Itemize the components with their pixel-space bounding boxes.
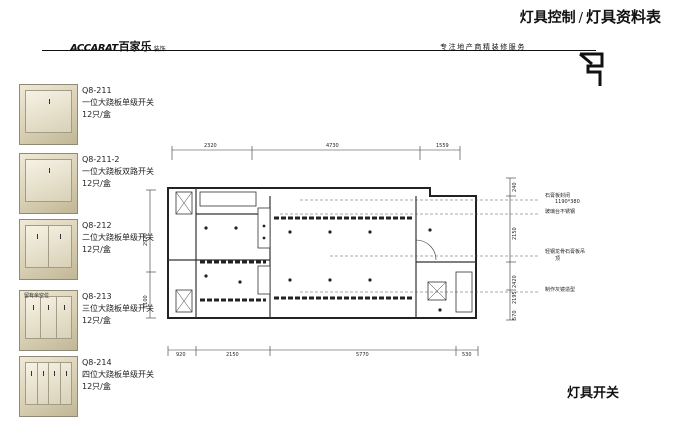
switch-image [19,84,78,145]
switch-rocker [57,297,71,338]
switch-rocker [49,226,71,267]
switch-name: 二位大跷板单级开关 [82,233,154,242]
switch-qty: 12只/盒 [82,179,111,188]
switch-face [25,90,72,133]
switch-rocker [26,91,71,132]
plan-annotation: 石膏板封闭 [545,193,571,199]
plan-annotation: 制作灰镜造型 [545,287,576,293]
dimension-label: 2195 [512,291,518,304]
company-logo: ACCARAT 百家乐 装饰 [70,38,166,54]
switch-rocker [38,363,49,404]
header-title-left: 灯具控制 [519,10,576,26]
switch-image [19,153,78,214]
switch-name: 四位大跷板单级开关 [82,370,154,379]
switch-code: Q8-213 [82,292,112,301]
switch-image [19,219,78,280]
switch-image [19,356,78,417]
logo-brand-cn: 百家乐 [118,40,152,53]
switch-rocker [26,226,49,267]
switch-spec: Q8-213 三位大跷板单级开关 12只/盒 [82,291,154,327]
switch-qty: 12只/盒 [82,245,111,254]
plan-annotation-sub: 顶 [555,256,561,262]
switch-spec: Q8-212 二位大跷板单级开关 12只/盒 [82,220,154,256]
switch-code: Q8-211 [82,86,112,95]
switch-side-note: 留有余空位 [24,293,50,299]
plan-annotation-sub: 1190*380 [555,199,580,205]
switch-spec: Q8-214 四位大跷板单级开关 12只/盒 [82,357,154,393]
header-title-right: 灯具资料表 [585,8,661,26]
logo-brand-sub: 装饰 [154,44,166,53]
switch-face [25,362,72,405]
switch-code: Q8-211-2 [82,155,120,164]
switch-face [25,296,72,339]
dimension-label: 920 [176,352,186,358]
footer-title: 灯具开关 [567,386,620,401]
switch-spec: Q8-211 一位大跷板单级开关 12只/盒 [82,85,154,121]
dimension-label: 2150 [512,227,518,240]
switch-face [25,159,72,202]
corner-logo-icon [579,52,604,86]
switch-rocker [41,297,57,338]
switch-name: 一位大跷板双路开关 [82,167,154,176]
dimension-label: 1559 [436,143,449,149]
dimension-label: 4730 [326,143,339,149]
company-slogan: 专注地产商精装修服务 [440,43,526,51]
switch-rocker [26,297,42,338]
header-divider [42,50,596,51]
logo-brand-en: ACCARAT [70,43,118,54]
switch-rocker [61,363,72,404]
switch-qty: 12只/盒 [82,110,111,119]
switch-image [19,290,78,351]
switch-rocker [49,363,61,404]
dimension-label: 5770 [356,352,369,358]
plan-annotation: 玻璃台不锈钢 [545,209,576,215]
switch-qty: 12只/盒 [82,316,111,325]
dimension-label: 1100 [143,295,149,308]
dimension-label: 2150 [226,352,239,358]
switch-rocker [26,160,71,201]
dimension-label: 2420 [512,275,518,288]
dimension-label: 570 [512,310,518,320]
page-header-title: 灯具控制/灯具资料表 [520,6,661,27]
dimension-label: 2320 [204,143,217,149]
dimension-label: 240 [512,182,518,192]
dimension-label: 530 [462,352,472,358]
switch-spec: Q8-211-2 一位大跷板双路开关 12只/盒 [82,154,154,190]
switch-rocker [26,363,38,404]
switch-qty: 12只/盒 [82,382,111,391]
header-slash: / [578,11,583,26]
switch-code: Q8-212 [82,221,112,230]
switch-name: 三位大跷板单级开关 [82,304,154,313]
switch-face [25,225,72,268]
switch-code: Q8-214 [82,358,112,367]
switch-name: 一位大跷板单级开关 [82,98,154,107]
dimension-label: 2920 [143,233,149,246]
plan-annotation: 轻钢龙骨石膏板吊 [545,249,586,255]
